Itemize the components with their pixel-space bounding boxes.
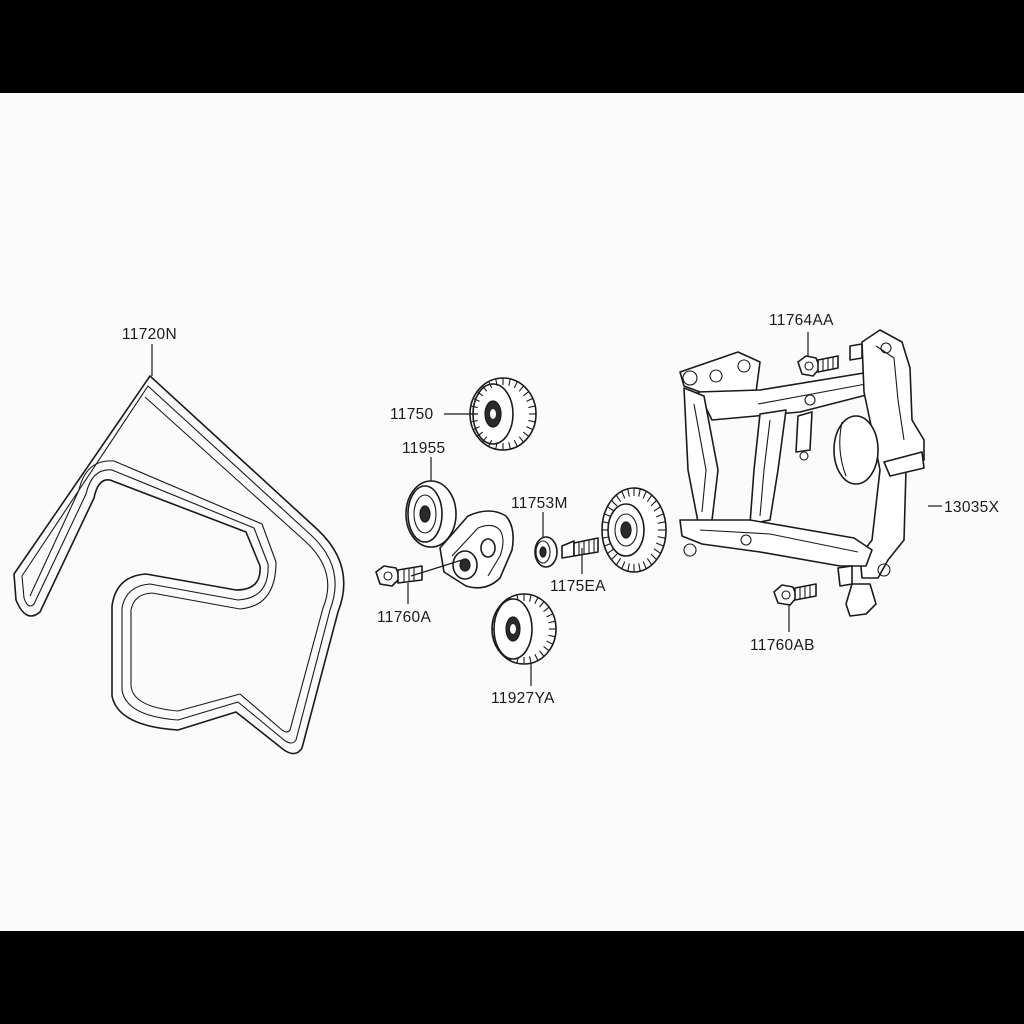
leader-lines <box>151 332 942 686</box>
belt-11720n[interactable] <box>13 375 345 755</box>
label-11760a: 11760A <box>377 609 431 626</box>
idler-pulley-11750[interactable] <box>469 377 537 451</box>
label-11720n: 11720N <box>122 326 177 343</box>
label-11750: 11750 <box>390 406 434 423</box>
idler-pulley-11927ya[interactable] <box>491 593 557 665</box>
diagram-canvas <box>0 93 1024 931</box>
bolt-11764aa[interactable] <box>797 355 839 377</box>
label-11764aa: 11764AA <box>769 312 834 329</box>
bolt-1175ea[interactable] <box>561 537 599 559</box>
label-11760ab: 11760AB <box>750 637 815 654</box>
belt-tensioner-11955[interactable] <box>405 480 514 589</box>
dust-cap-11753m[interactable] <box>534 536 558 568</box>
bolt-11760a[interactable] <box>375 565 423 587</box>
label-11753m: 11753M <box>511 495 568 512</box>
label-11927ya: 11927YA <box>491 690 555 707</box>
label-1175ea: 1175EA <box>550 578 606 595</box>
part-labels: 11720N 11750 11955 11753M 1175EA 11760A … <box>122 312 1000 707</box>
label-13035x: 13035X <box>944 499 1000 516</box>
bracket-13035x[interactable] <box>679 329 925 617</box>
idler-pulley-large[interactable] <box>601 487 667 573</box>
bolt-11760ab[interactable] <box>773 583 817 606</box>
label-11955: 11955 <box>402 440 445 457</box>
